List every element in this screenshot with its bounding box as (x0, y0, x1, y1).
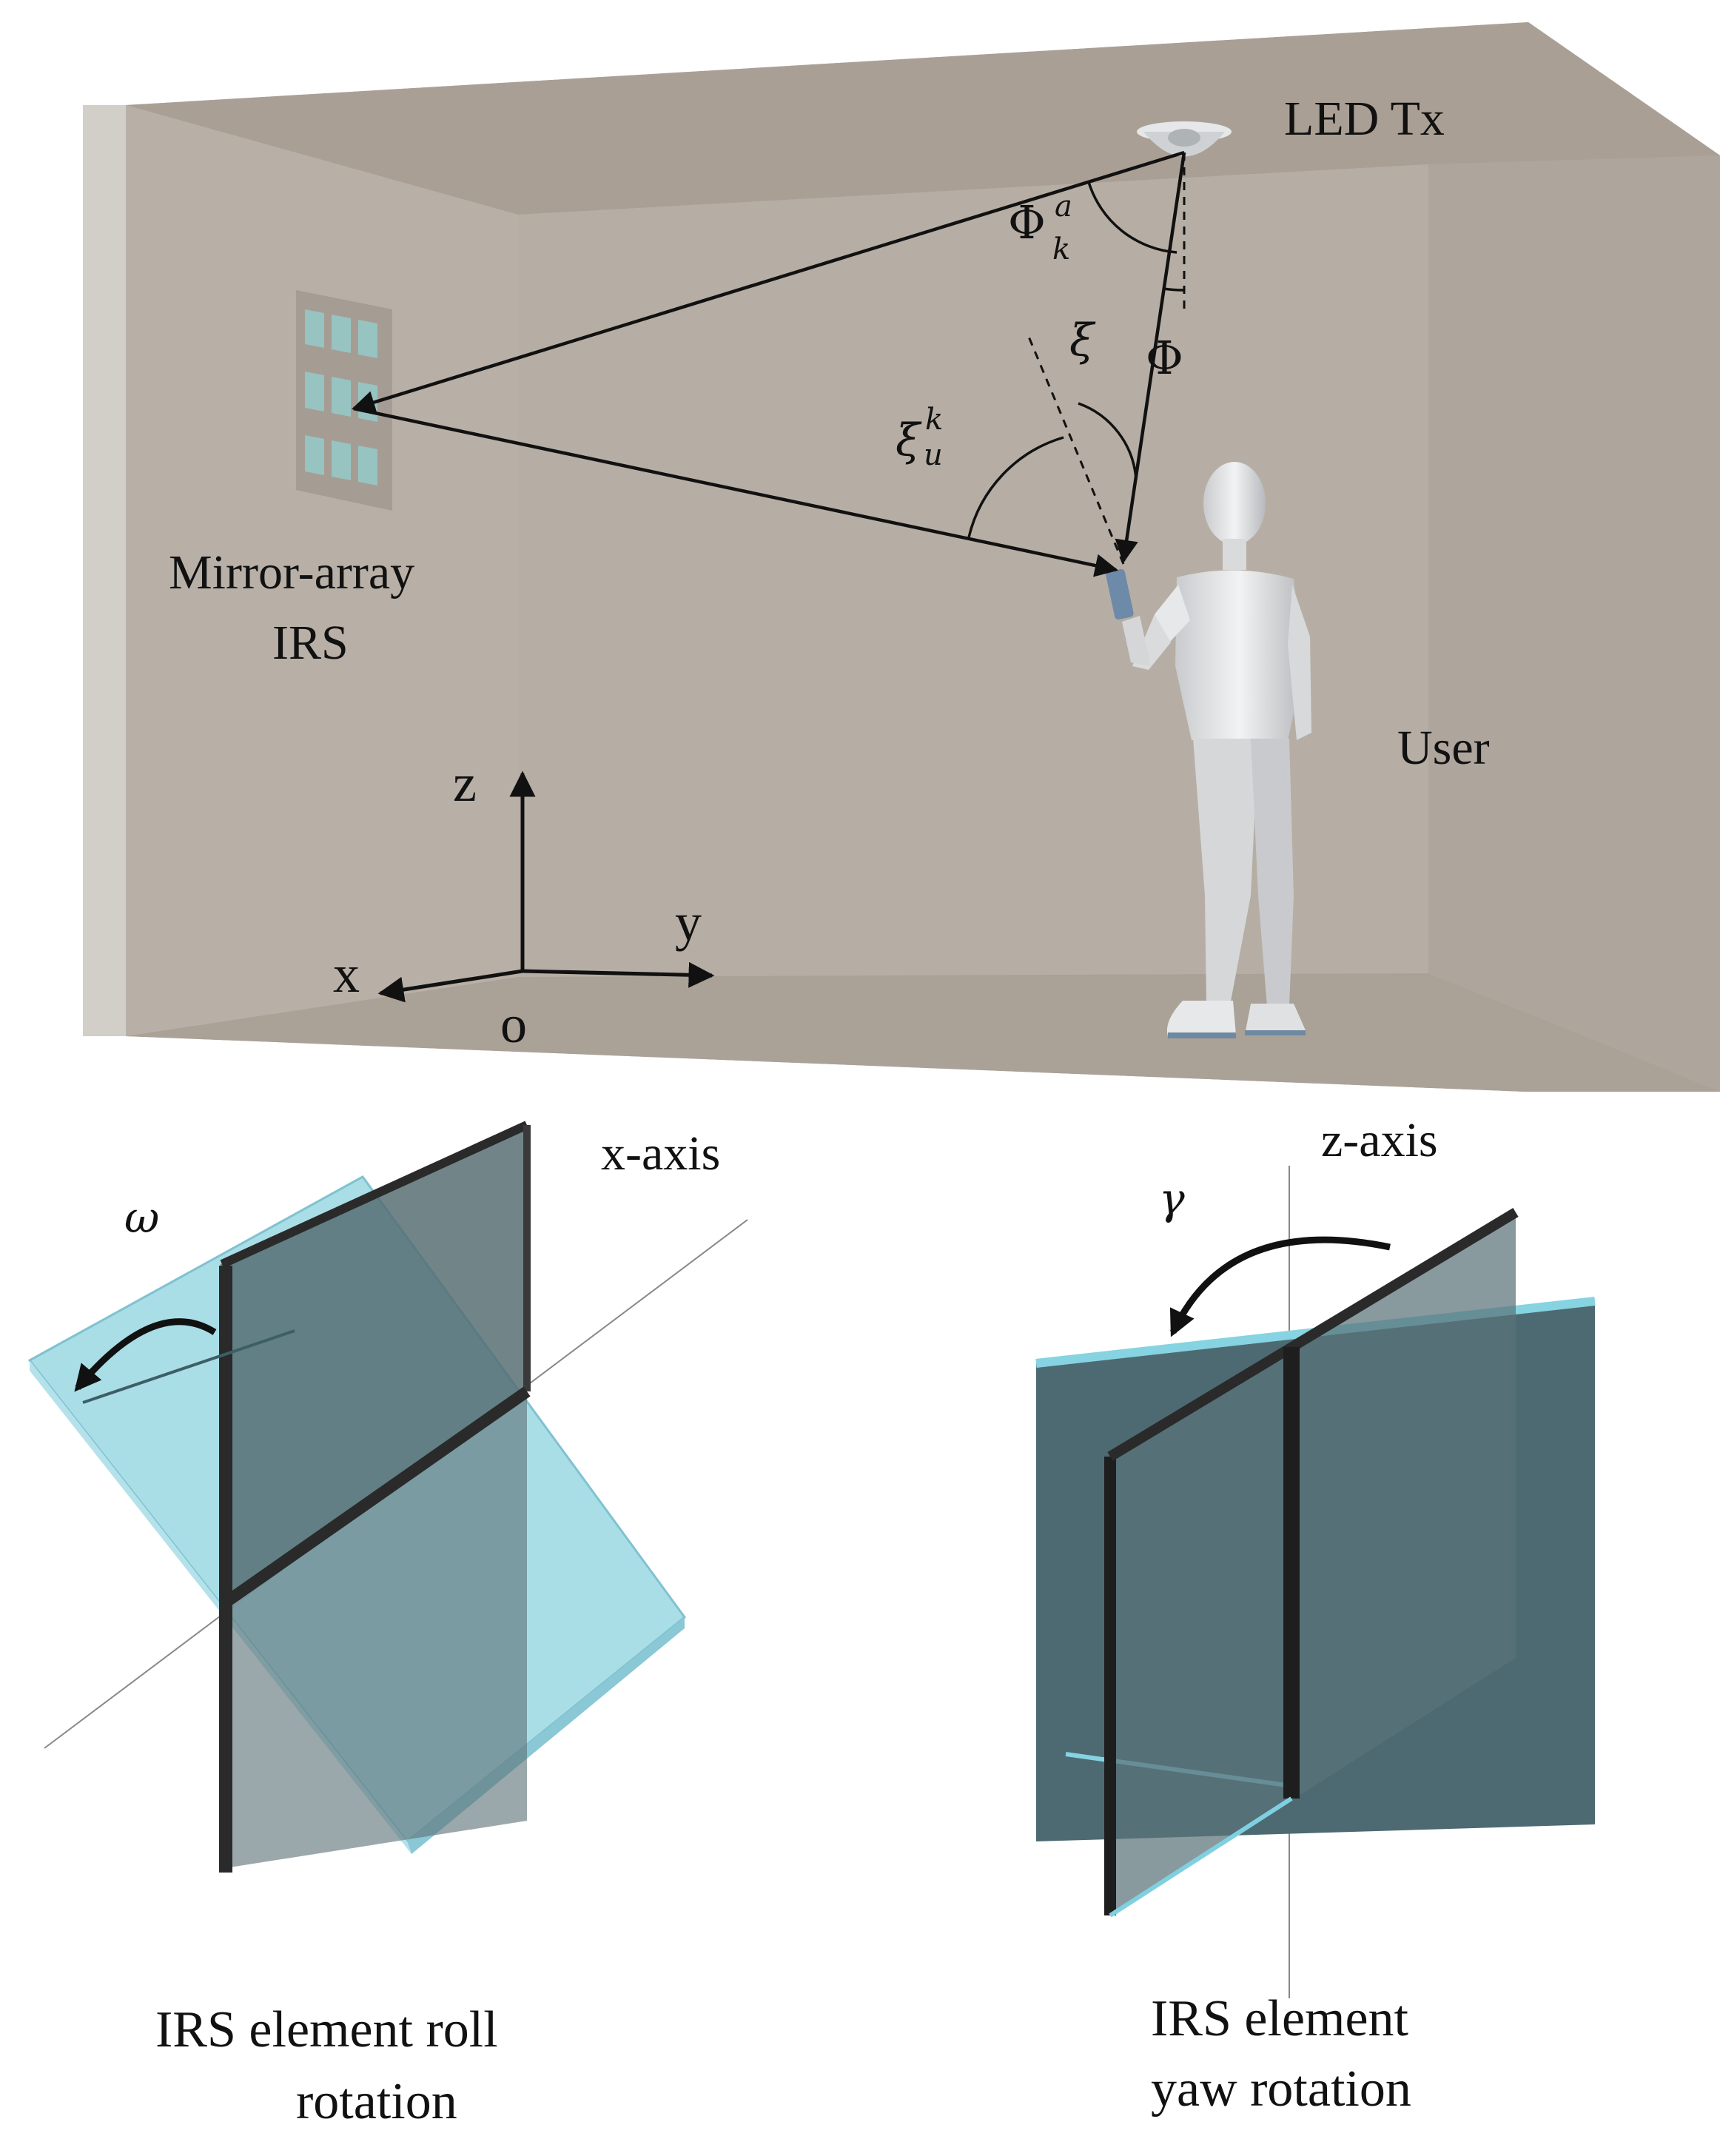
user-figure (1106, 462, 1311, 1038)
origin-label: o (500, 995, 527, 1054)
phi-a-angle-label: Φ (1008, 195, 1046, 249)
user-normal-dashed (1027, 336, 1125, 565)
xi-u-angle-label: ξ (896, 414, 922, 466)
ray-led-to-irs (351, 150, 1185, 414)
room-floor (126, 973, 1720, 1092)
roll-caption-line1: IRS element roll (155, 2001, 498, 2058)
yaw-caption-line2: yaw rotation (1151, 2061, 1411, 2118)
led-tx-label: LED Tx (1284, 92, 1445, 146)
coordinate-axes (377, 770, 715, 1003)
room-right-wall (1428, 155, 1720, 1092)
yaw-perpendicular-plate (1110, 1212, 1516, 1915)
axis-y-label: y (675, 893, 702, 952)
yaw-caption-line1: IRS element (1151, 1990, 1409, 2047)
phi-a-subscript: k (1052, 232, 1070, 266)
arc-phi (1163, 287, 1185, 292)
phi-angle-label: Φ (1146, 331, 1183, 385)
ray-led-to-user (1115, 152, 1186, 564)
room-scene: LED Tx Mirror-array IRS User Φ a k ξ Φ ξ… (83, 22, 1720, 1092)
roll-rotation-panel: ω x-axis IRS element roll rotation (27, 1121, 748, 2130)
user-label: User (1397, 721, 1490, 775)
phi-a-superscript: a (1055, 189, 1072, 224)
led-fixture (1137, 121, 1232, 157)
roll-caption-line2: rotation (296, 2073, 457, 2130)
roll-omega-label: ω (124, 1192, 159, 1243)
xi-u-superscript: k (925, 403, 943, 437)
yaw-rotation-arrow (1169, 1236, 1391, 1337)
roll-rotation-arrow (74, 1318, 217, 1392)
arc-xi-u (967, 436, 1064, 538)
arc-phi-a (1087, 181, 1178, 254)
xi-u-subscript: u (924, 438, 943, 472)
room-left-edge (83, 105, 126, 1036)
ray-irs-to-user (353, 406, 1119, 577)
irs-label-line1: Mirror-array (169, 545, 414, 600)
room-ceiling (126, 22, 1720, 215)
xi-angle-label: ξ (1069, 315, 1096, 366)
axis-x-label: x (333, 944, 360, 1004)
room-left-wall (126, 105, 518, 1036)
roll-axis-label: x-axis (601, 1126, 720, 1181)
yaw-axis-label: z-axis (1321, 1113, 1438, 1167)
yaw-rotation-panel: γ z-axis IRS element yaw rotation (1035, 1113, 1596, 2118)
yaw-gamma-label: γ (1159, 1174, 1185, 1224)
irs-label-line2: IRS (272, 616, 349, 670)
arc-xi (1078, 402, 1138, 480)
rays (351, 150, 1186, 577)
axis-z-label: z (453, 753, 477, 813)
